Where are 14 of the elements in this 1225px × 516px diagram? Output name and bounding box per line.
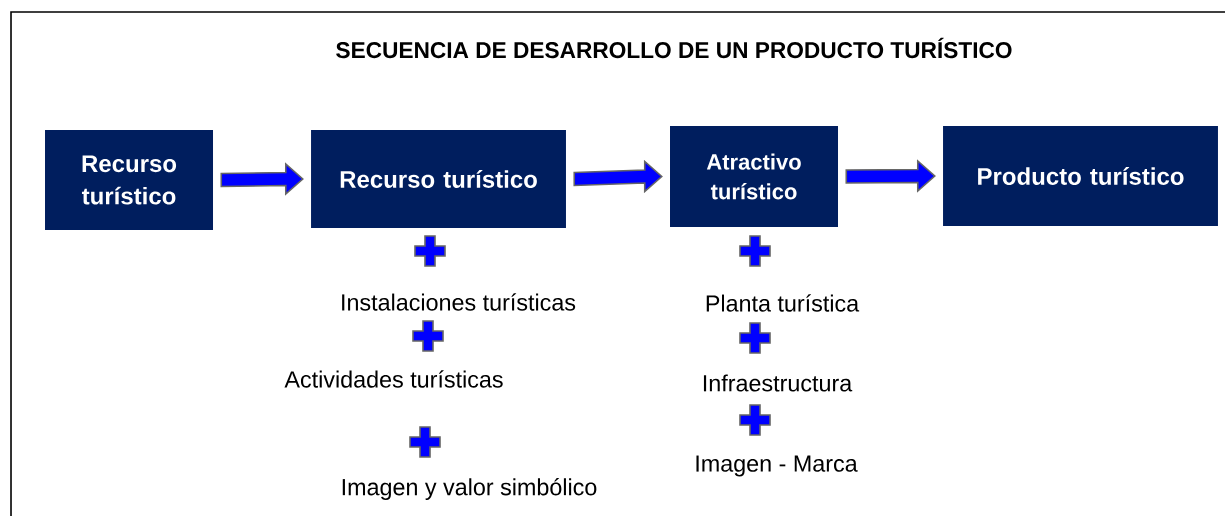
- process-box: Atractivo turístico: [670, 125, 838, 228]
- block-arrow: [573, 159, 663, 194]
- component-label: Instalaciones turísticas: [342, 293, 576, 311]
- component-label: Actividades turísticas: [284, 370, 503, 388]
- process-box: Producto turístico: [943, 126, 1218, 226]
- process-box: Recurso turístico: [45, 130, 213, 230]
- process-box: Recurso turístico: [311, 130, 566, 228]
- block-arrow: [845, 159, 936, 193]
- block-arrow: [220, 162, 304, 196]
- component-label: Imagen y valor simbólico: [342, 477, 597, 500]
- component-label: Planta turística: [706, 294, 860, 312]
- title: SECUENCIA DE DESARROLLO DE UN PRODUCTO TURÍSTICO: [336, 37, 1012, 59]
- component-label: Infraestructura: [703, 374, 853, 392]
- component-label: Imagen - Marca: [696, 455, 858, 477]
